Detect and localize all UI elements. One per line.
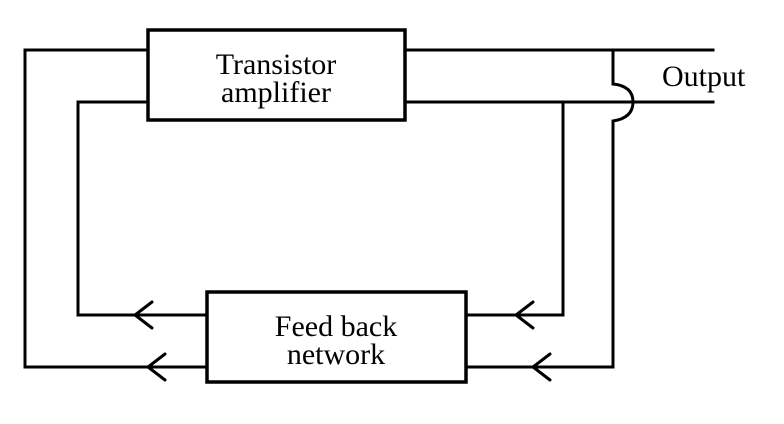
feedback-label-line2: network [287,338,385,371]
arrow-left-icon [530,352,552,382]
outer-left-wire [23,48,209,369]
arrow-left-icon [145,352,167,382]
transistor-amplifier-block: Transistor amplifier [146,28,407,122]
amplifier-label-line2: amplifier [221,76,331,109]
wires [23,48,715,369]
feedback-network-block: Feed back network [205,290,468,384]
feedback-label-line1: Feed back [275,310,397,343]
inner-left-wire [76,100,209,317]
arrow-left-icon [132,300,154,330]
arrow-left-icon [513,300,535,330]
outer-right-wire-crossover [464,48,635,369]
inner-right-wire [464,100,565,317]
output-label: Output [662,60,746,93]
arrows [132,300,552,382]
amplifier-label-line1: Transistor [216,48,337,81]
